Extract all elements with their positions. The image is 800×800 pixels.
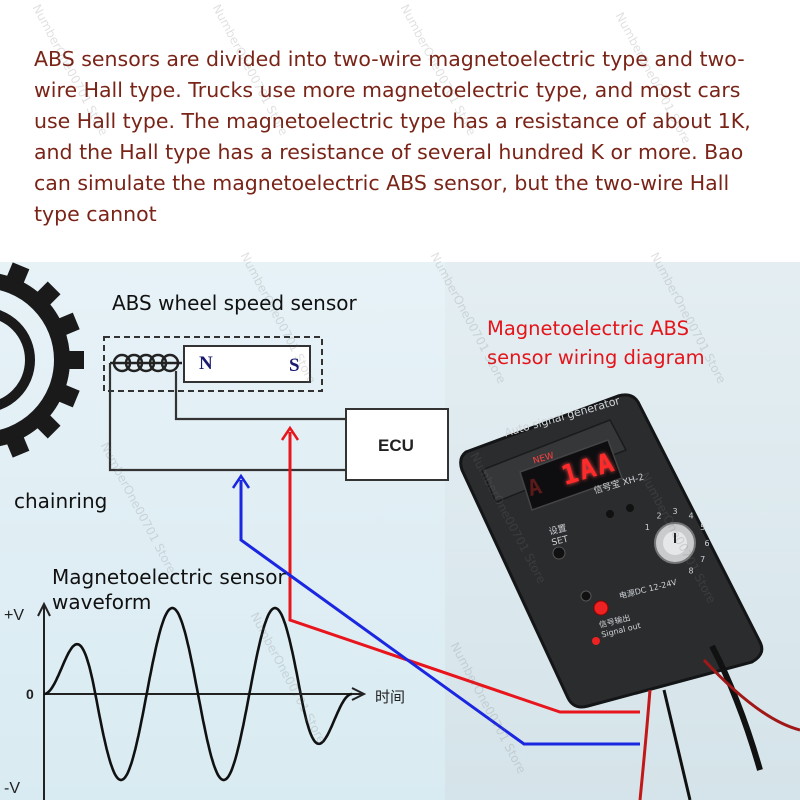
signal-generator-device xyxy=(459,393,800,800)
waveform-curve xyxy=(43,606,353,782)
gear-tooth xyxy=(3,428,30,458)
chainring-gear xyxy=(0,262,84,458)
dial-number: 5 xyxy=(700,523,705,532)
wiring-diagram-title: Magnetoelectric ABS sensor wiring diagra… xyxy=(487,317,705,369)
axis-negative-label: -V xyxy=(4,780,20,797)
axis-time-label: 时间 xyxy=(375,688,406,706)
waveform-label: Magnetoelectric sensor waveform xyxy=(52,565,286,614)
blue-signal-wire xyxy=(231,473,640,746)
dial-number: 6 xyxy=(704,539,709,548)
chainring-label: chainring xyxy=(14,489,108,513)
magnet-south-label: S xyxy=(289,355,300,376)
gear-tooth xyxy=(3,262,30,292)
sensor-wires xyxy=(108,363,346,472)
sensor-label: ABS wheel speed sensor xyxy=(112,291,357,315)
sensor-coil xyxy=(110,353,182,373)
intro-paragraph: ABS sensors are divided into two-wire ma… xyxy=(34,47,751,226)
axis-zero-label: 0 xyxy=(26,686,34,702)
ecu-label: ECU xyxy=(378,436,414,455)
dial-scale: 12 3 45 6 78 xyxy=(645,507,710,576)
dial-number: 7 xyxy=(700,555,705,564)
ecu-box xyxy=(345,408,449,481)
gear-tooth xyxy=(60,351,84,369)
sensor-magnet xyxy=(183,345,311,383)
sensor-housing-dashed xyxy=(103,336,323,392)
axis-positive-label: +V xyxy=(4,607,25,624)
dial-number: 1 xyxy=(645,523,650,532)
gear-tooth xyxy=(30,281,61,312)
dial-number: 4 xyxy=(688,511,693,520)
gear-tooth xyxy=(50,312,80,339)
red-signal-wire xyxy=(280,425,640,714)
dial-number: 8 xyxy=(688,567,693,576)
gear-tooth xyxy=(30,408,61,439)
dial-number: 2 xyxy=(656,511,661,520)
magnet-north-label: N xyxy=(199,353,213,374)
waveform-axes xyxy=(37,601,367,800)
gear-tooth xyxy=(50,381,80,408)
dial-number: 3 xyxy=(672,507,677,516)
